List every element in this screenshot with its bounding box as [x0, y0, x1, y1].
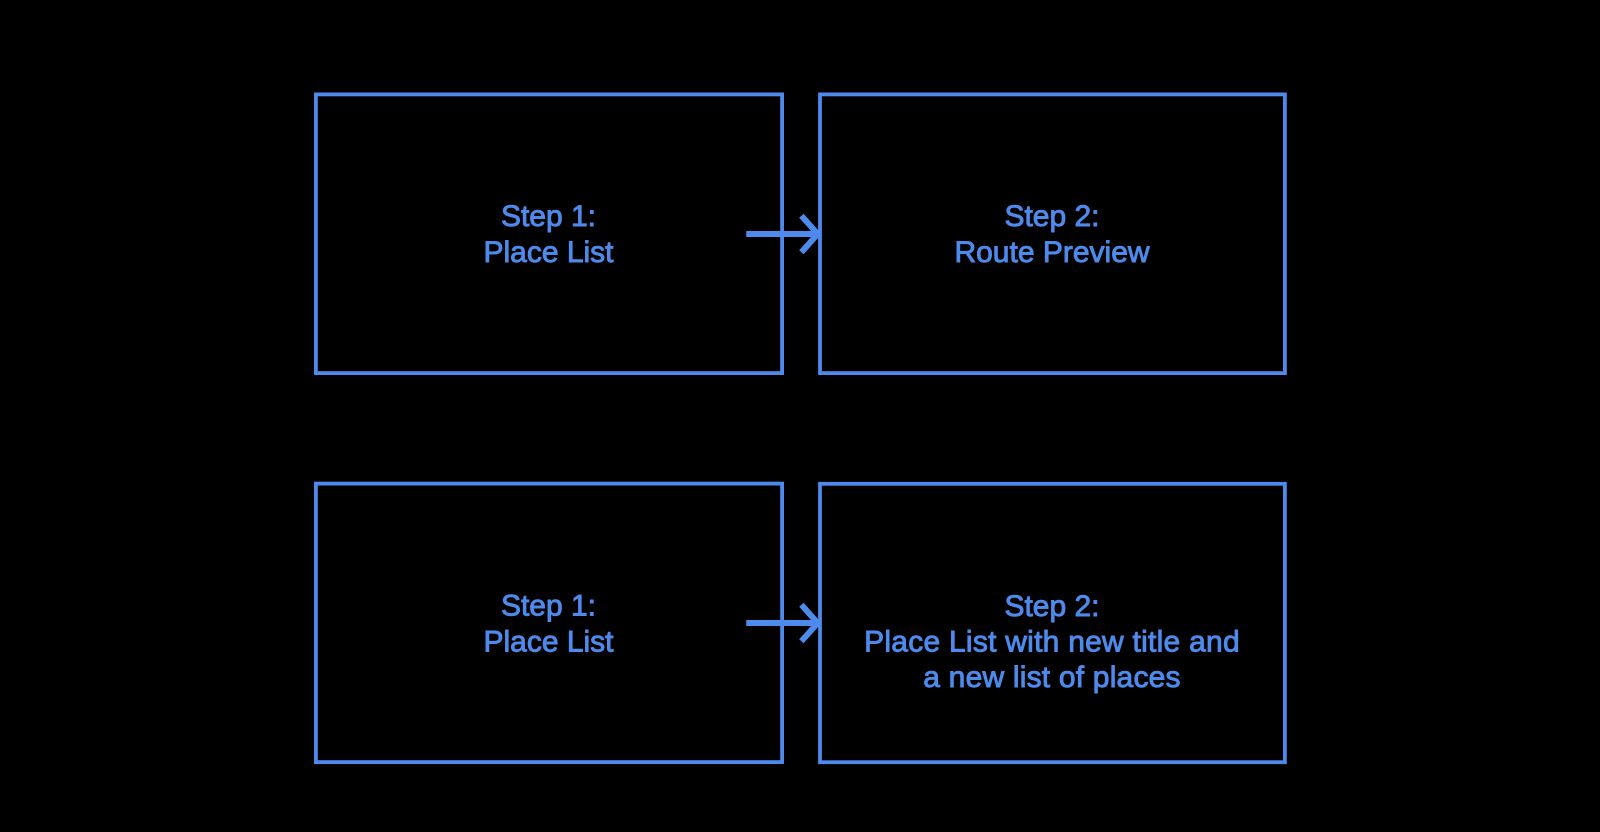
svg-text:Place List: Place List — [483, 626, 614, 659]
svg-text:Step 1:: Step 1: — [501, 200, 596, 233]
svg-text:Step 1:: Step 1: — [501, 590, 596, 623]
svg-text:Route Preview: Route Preview — [954, 236, 1149, 269]
svg-text:Place List with new title and: Place List with new title and — [864, 625, 1240, 658]
svg-text:Place List: Place List — [483, 236, 614, 269]
svg-text:Step 2:: Step 2: — [1004, 590, 1099, 623]
svg-text:a new list of places: a new list of places — [923, 661, 1180, 694]
svg-text:Step 2:: Step 2: — [1004, 200, 1099, 233]
